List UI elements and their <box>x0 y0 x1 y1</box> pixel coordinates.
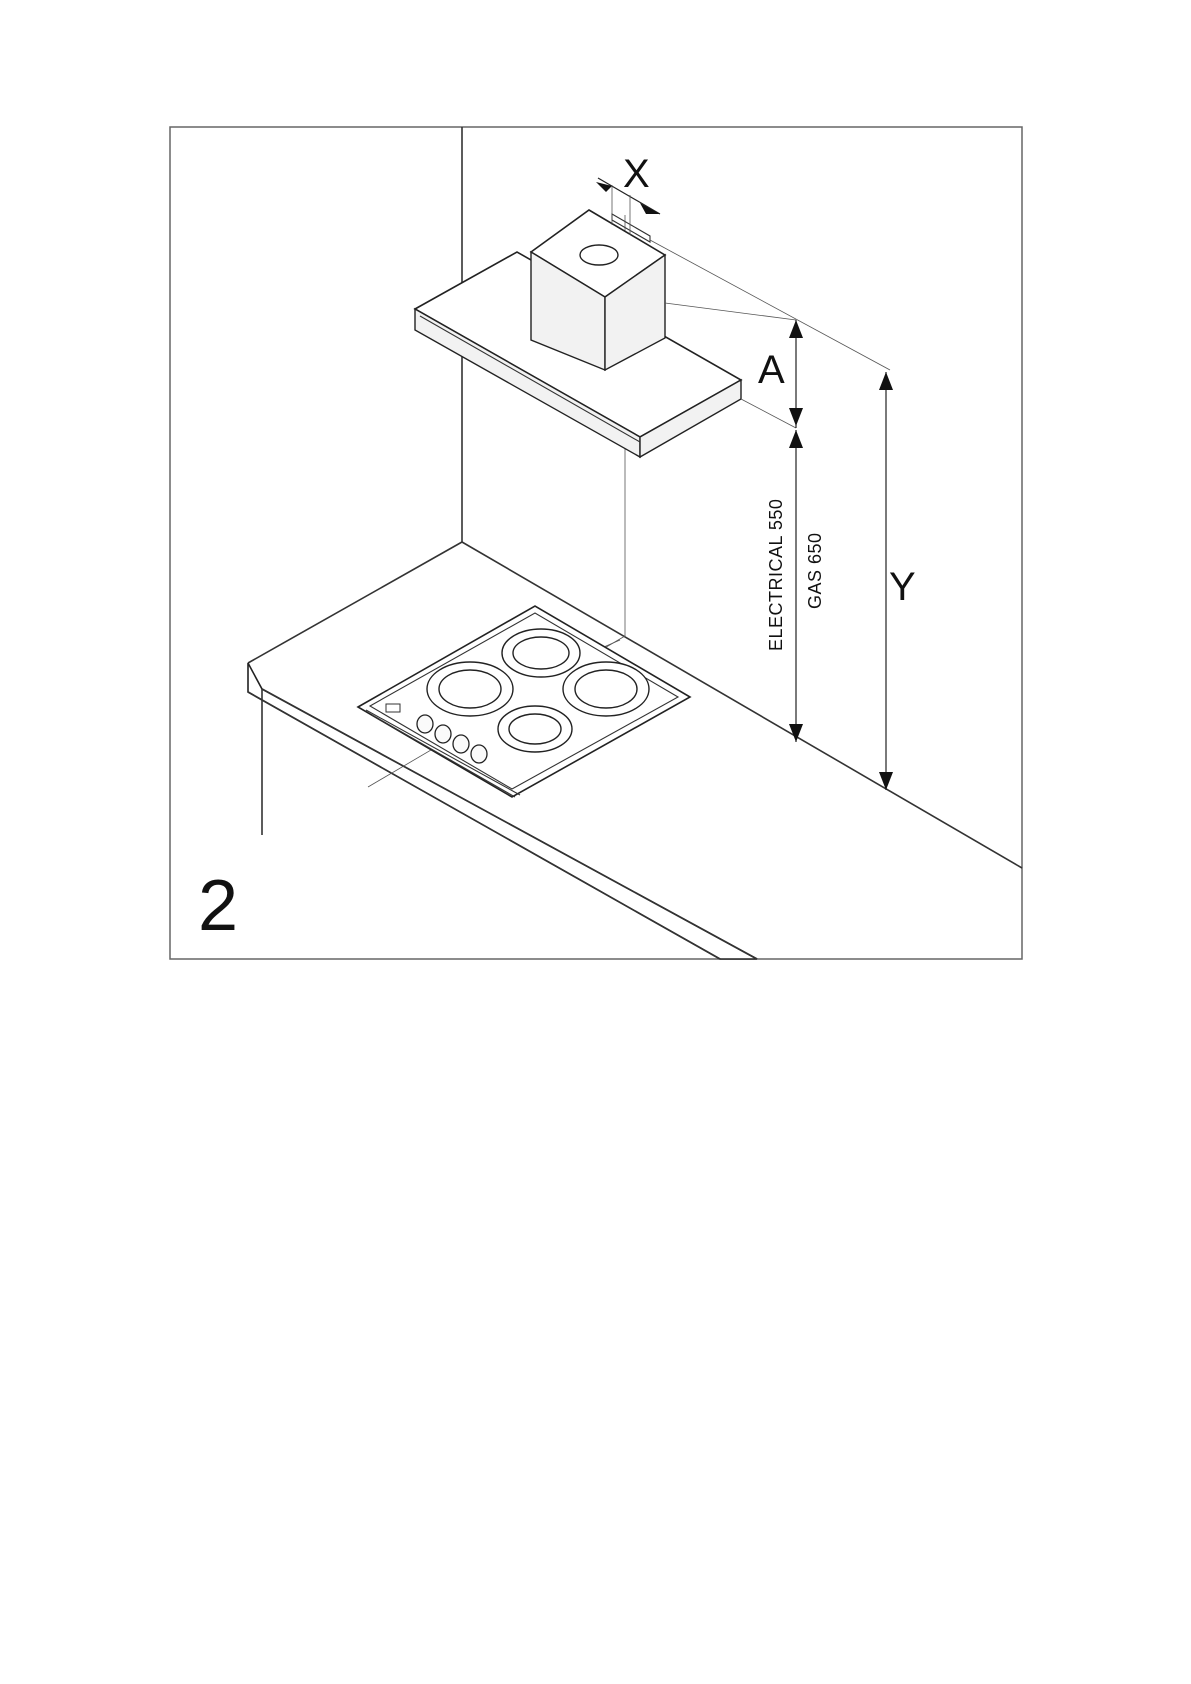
dimension-hob-clearance: ELECTRICAL 550 GAS 650 <box>766 430 825 742</box>
label-a: A <box>758 348 785 392</box>
label-gas: GAS 650 <box>805 532 825 609</box>
label-electrical: ELECTRICAL 550 <box>766 499 786 651</box>
label-y: Y <box>889 565 916 609</box>
figure-number: 2 <box>198 866 238 946</box>
hood-chimney <box>531 210 665 370</box>
label-x: X <box>623 152 650 196</box>
duct-outlet <box>580 245 618 265</box>
